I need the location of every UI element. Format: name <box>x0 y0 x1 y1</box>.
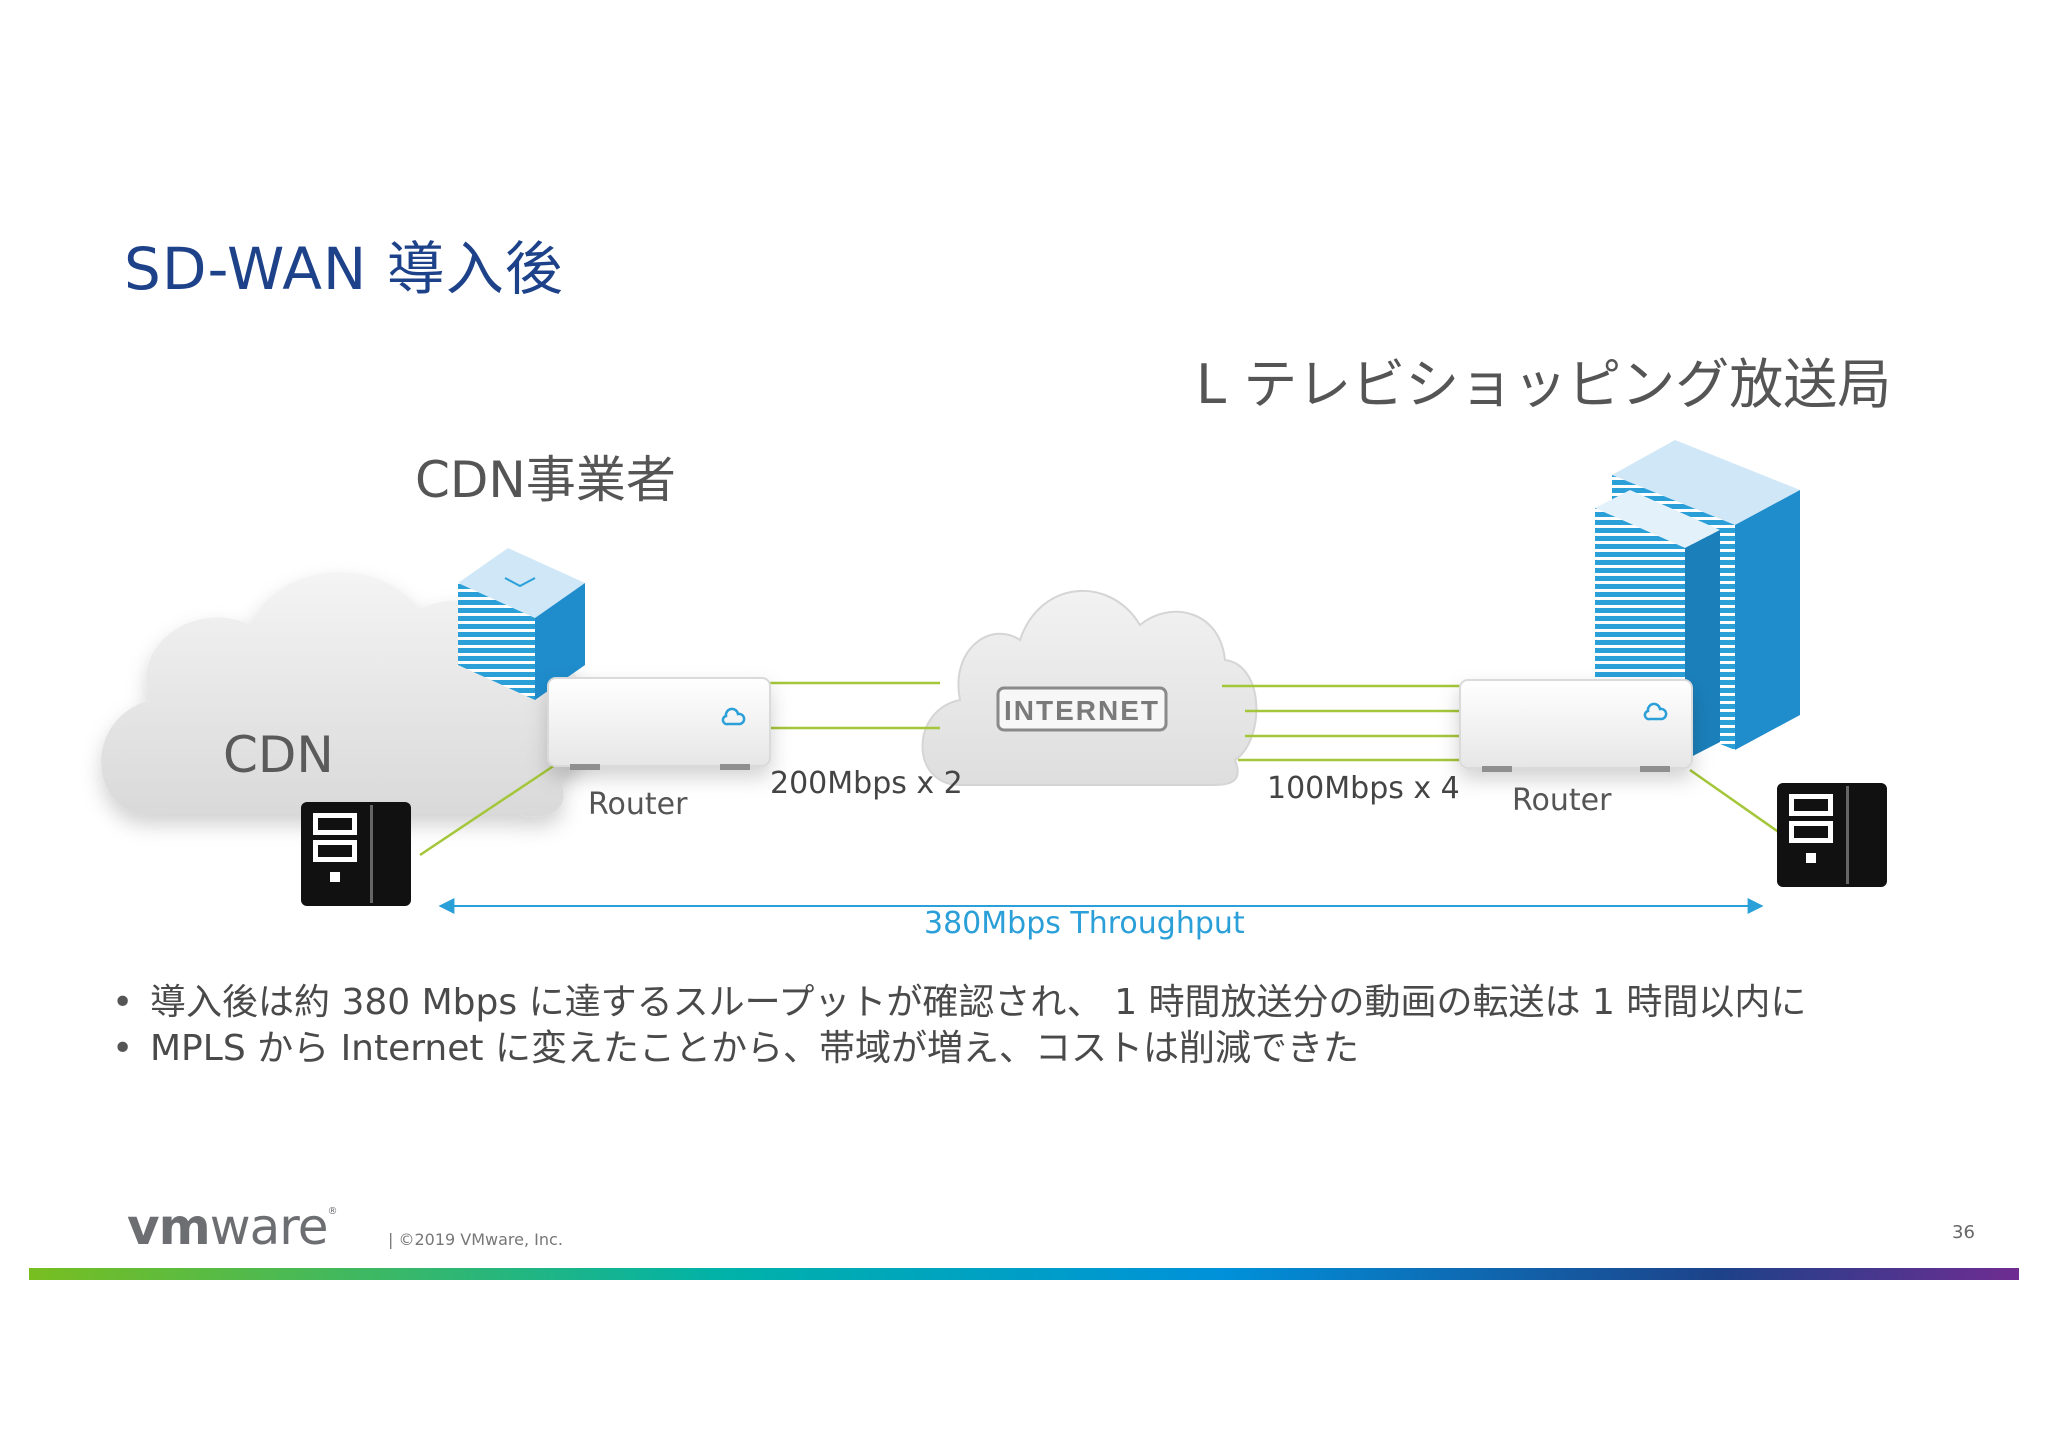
station-label: L テレビショッピング放送局 <box>1196 353 1892 416</box>
link-router-station-server <box>1689 768 1791 842</box>
link-cdn-server-router <box>419 763 556 857</box>
slide-title: SD-WAN 導入後 <box>124 235 564 303</box>
cdn-building-icon <box>458 548 585 700</box>
cdn-label: CDN <box>223 726 334 784</box>
link-left-label: 200Mbps x 2 <box>770 766 963 801</box>
link-right-label: 100Mbps x 4 <box>1267 771 1460 806</box>
vmware-logo: vmware® <box>127 1198 337 1256</box>
links-left <box>740 681 940 730</box>
logo-bold: vm <box>127 1198 211 1256</box>
footer-gradient-bar <box>29 1268 2019 1280</box>
bullet-item: 導入後は約 380 Mbps に達するスループットが確認され、 1 時間放送分の… <box>110 980 1806 1026</box>
copyright-text: | ©2019 VMware, Inc. <box>388 1230 563 1249</box>
bullet-list: 導入後は約 380 Mbps に達するスループットが確認され、 1 時間放送分の… <box>110 980 1806 1072</box>
router-right-label: Router <box>1512 783 1612 818</box>
internet-cloud <box>921 590 1258 786</box>
bullet-item: MPLS から Internet に変えたことから、帯域が増え、コストは削減でき… <box>110 1026 1806 1072</box>
router-right-icon <box>1459 679 1693 772</box>
logo-rest: ware <box>209 1198 329 1256</box>
throughput-label: 380Mbps Throughput <box>924 906 1245 941</box>
links-right <box>1222 684 1465 762</box>
cdn-server-icon <box>301 802 411 906</box>
cdn-operator-label: CDN事業者 <box>415 451 676 509</box>
page-number: 36 <box>1952 1222 1975 1243</box>
router-left-label: Router <box>588 787 688 822</box>
station-server-icon <box>1777 783 1887 887</box>
logo-mark: ® <box>327 1206 337 1217</box>
router-left-icon <box>547 677 771 770</box>
internet-label: INTERNET <box>1004 695 1160 726</box>
